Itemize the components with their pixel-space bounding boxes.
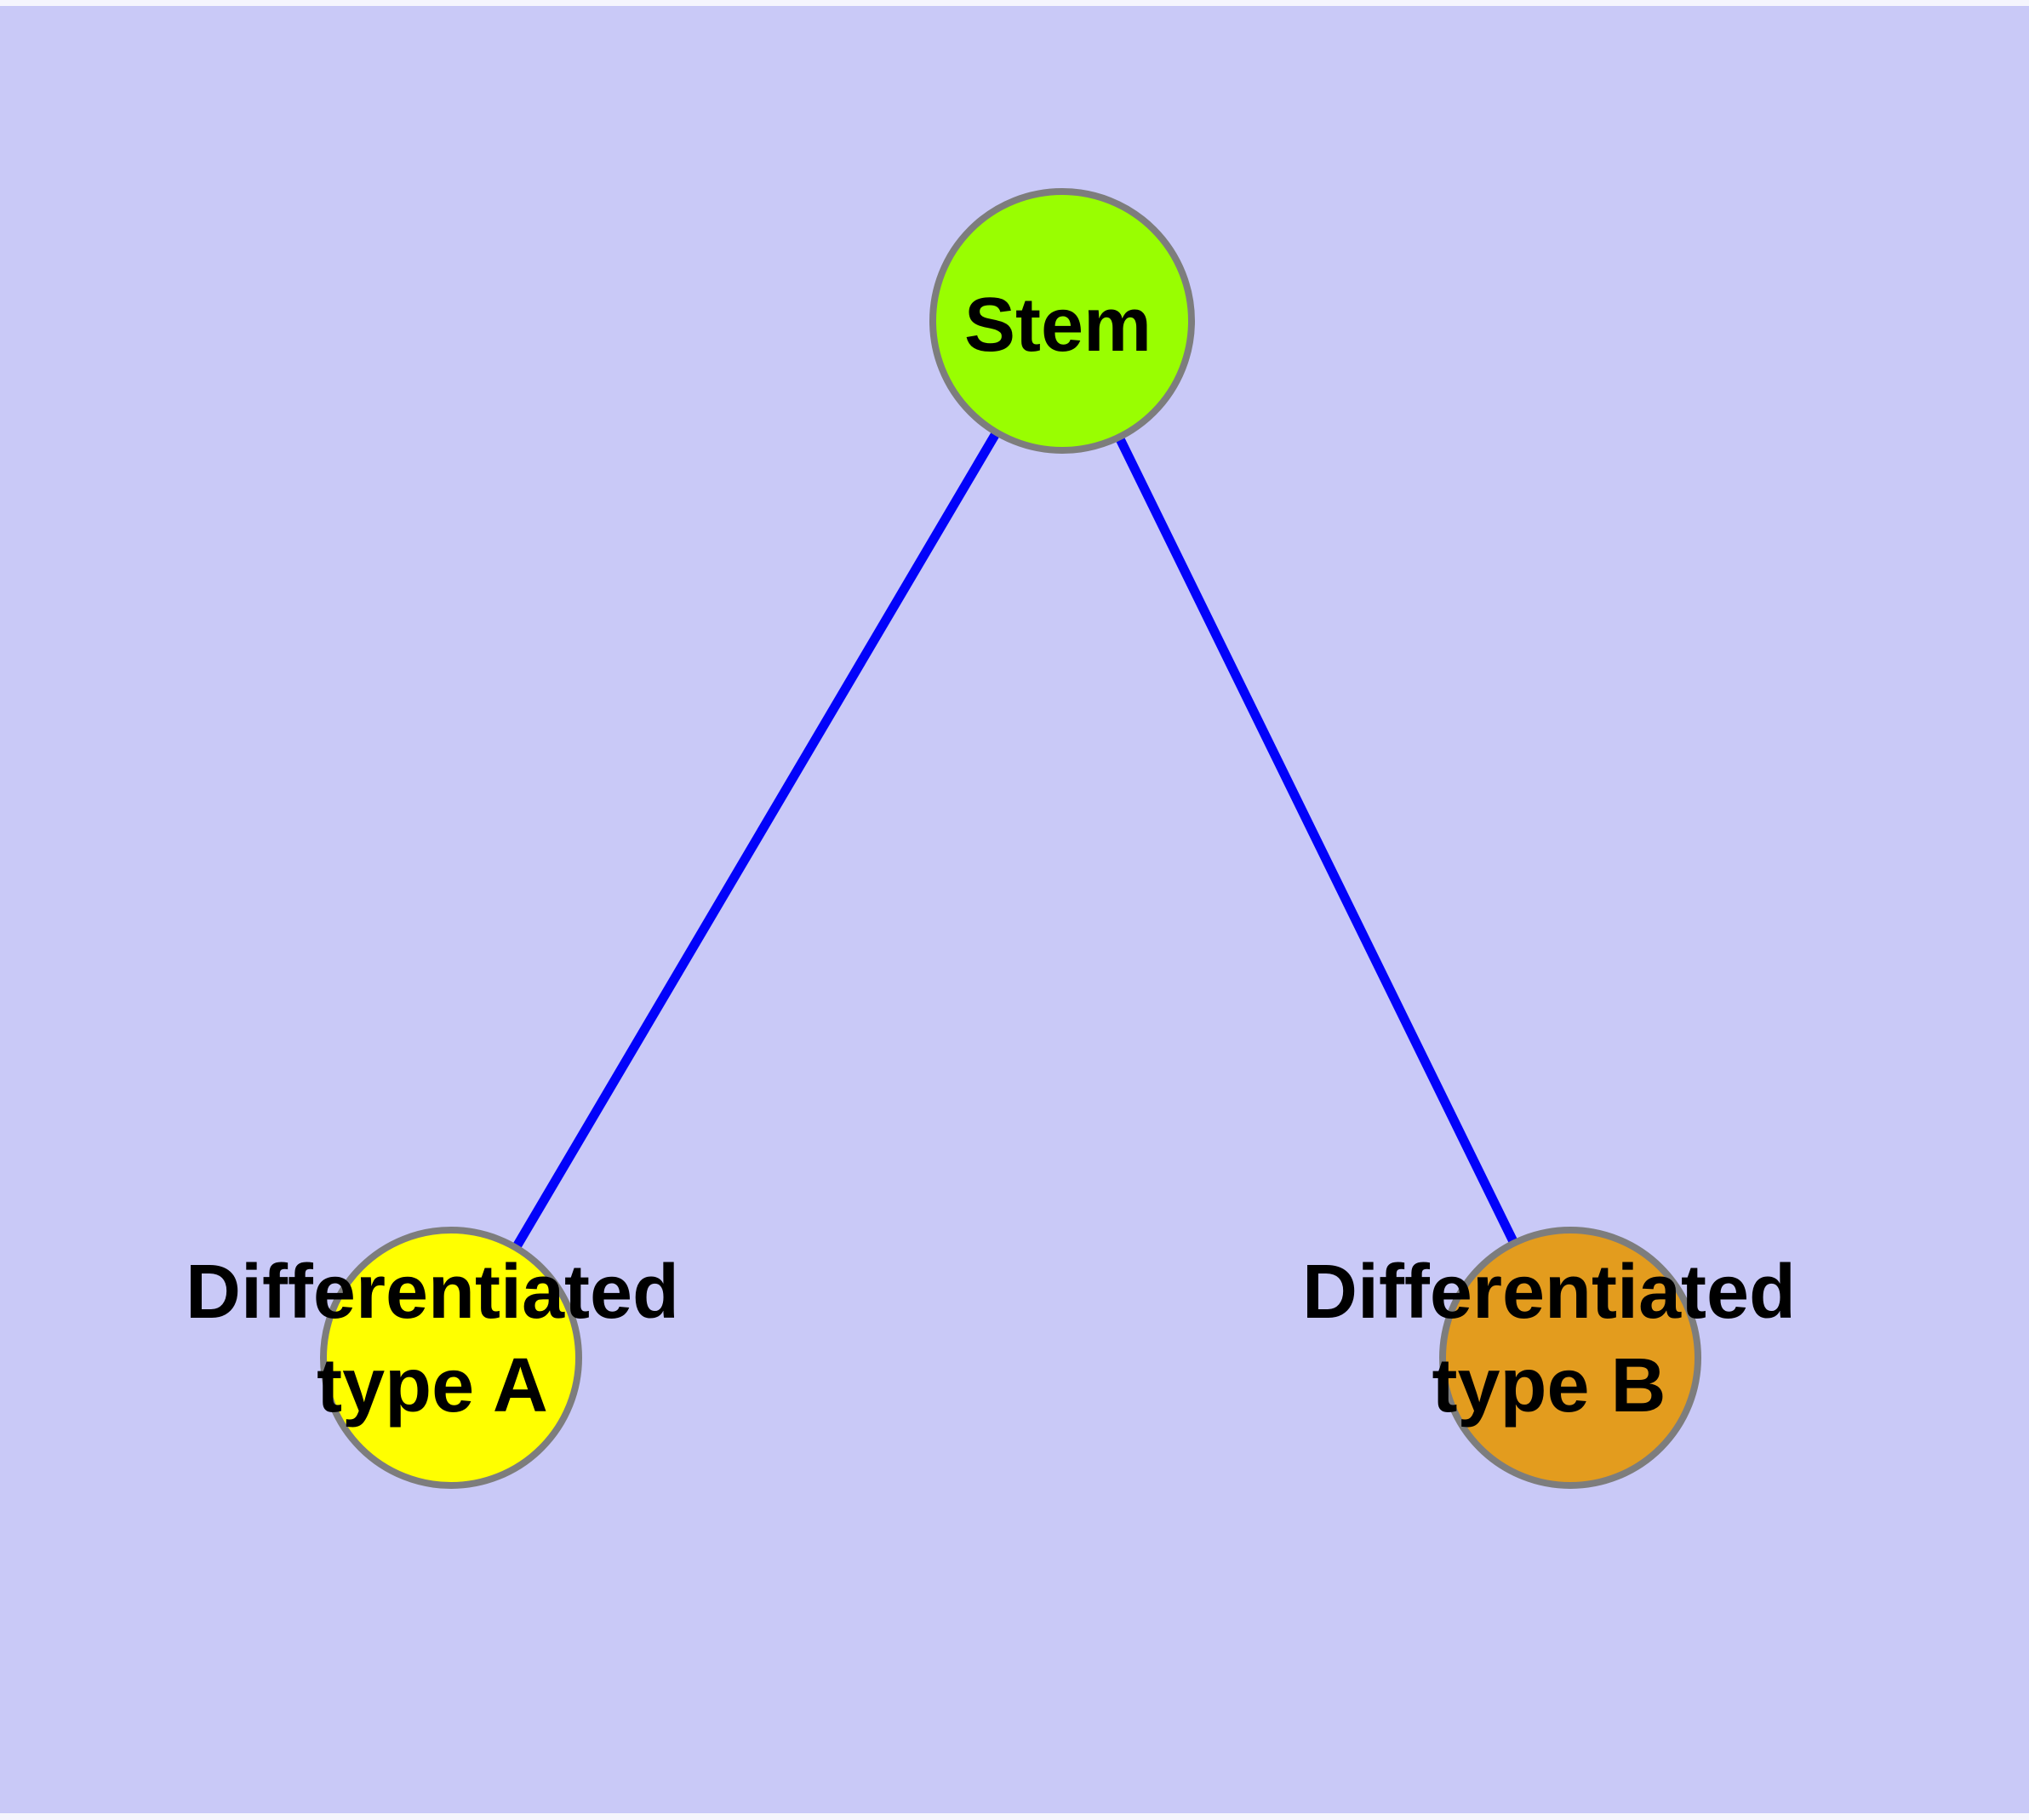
node-stem: Stem bbox=[929, 188, 1195, 454]
node-type-b-label-line2: type B bbox=[1432, 1343, 1666, 1428]
node-stem-label: Stem bbox=[964, 283, 1152, 368]
window-edge-top bbox=[0, 0, 2029, 6]
node-differentiated-type-a: Differentiated type A bbox=[186, 1227, 679, 1489]
node-differentiated-type-b: Differentiated type B bbox=[1302, 1227, 1796, 1489]
window-edge-bottom bbox=[0, 1813, 2029, 1820]
node-type-a-label-line2: type A bbox=[317, 1343, 548, 1428]
node-type-a-circle bbox=[320, 1227, 582, 1489]
node-type-b-circle bbox=[1439, 1227, 1701, 1489]
edge-stem-to-type-a bbox=[447, 318, 1066, 1360]
node-type-a-label-line1: Differentiated bbox=[186, 1250, 679, 1335]
node-stem-circle bbox=[929, 188, 1195, 454]
edge-stem-to-type-b bbox=[1058, 318, 1575, 1360]
edge-group bbox=[447, 318, 1575, 1360]
node-type-b-label-line1: Differentiated bbox=[1302, 1250, 1796, 1335]
